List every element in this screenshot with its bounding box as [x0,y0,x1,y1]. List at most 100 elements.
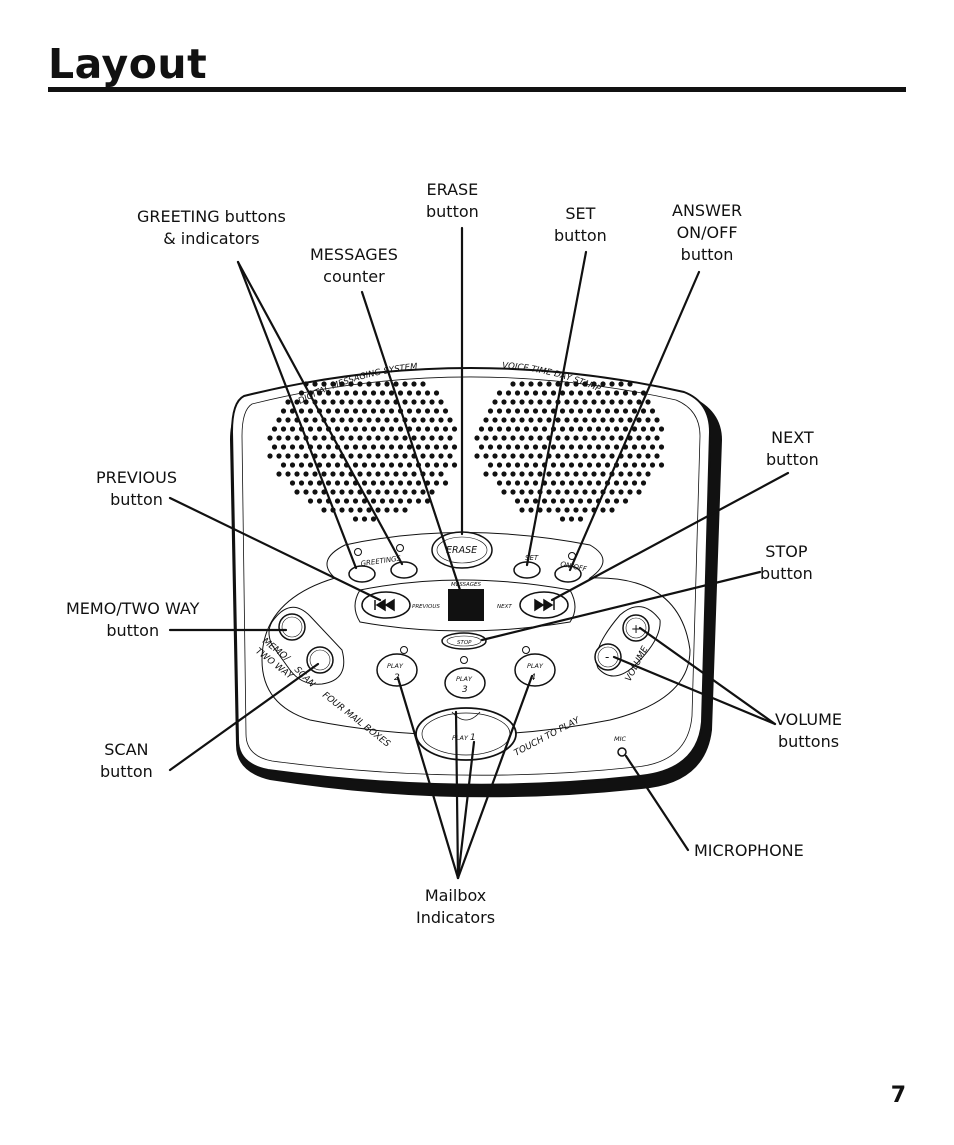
grille-hole [523,498,530,504]
erase-button-inner [436,536,488,564]
grille-hole [600,507,606,513]
grille-hole [564,489,570,495]
grille-hole [388,408,395,414]
mailbox-2-button[interactable] [376,653,418,687]
grille-hole [424,462,431,468]
grille-hole [649,462,656,468]
grille-hole [316,480,323,486]
microphone-callout: MICROPHONE [694,840,804,862]
grille-hole [568,480,575,486]
grille-hole [361,426,368,432]
next-callout: NEXT button [766,427,819,471]
grille-hole [370,408,377,414]
mailbox-4-number: 4 [530,673,536,683]
grille-hole [298,444,305,450]
previous-callout-line2: button [110,490,163,509]
grille-hole [622,390,629,396]
mailbox-1-play-button[interactable] [415,707,517,761]
play-label-2: PLAY [387,662,404,670]
volume-down-button[interactable] [594,643,622,671]
grille-hole [429,435,435,441]
messages-label: MESSAGES [451,582,482,588]
grille-hole [298,462,305,468]
grille-hole [537,453,543,459]
grille-hole [532,498,539,504]
grille-hole [492,435,498,441]
grille-hole [658,426,665,432]
grille-hole [591,435,597,441]
grille-hole [397,462,404,468]
mailbox-3-button[interactable] [444,667,486,699]
grille-hole [577,462,584,468]
grille-hole [429,417,435,423]
grille-hole [334,498,341,504]
grille-hole [402,489,408,495]
grille-hole [573,399,579,405]
grille-hole [582,507,588,513]
grille-hole [640,480,647,486]
grille-hole [609,453,615,459]
grille-hole [604,426,611,432]
grille-hole [379,444,386,450]
grille-hole [541,390,548,396]
grille-hole [474,435,480,441]
erase-label: ERASE [446,545,477,556]
memo-callout-line1: MEMO/TWO WAY [66,599,200,618]
grille-hole [366,399,372,405]
grille-hole [307,462,314,468]
mailbox-4-button[interactable] [514,653,556,687]
grille-hole [438,399,444,405]
grille-hole [577,498,584,504]
grille-hole [609,417,615,423]
leader-lines [168,226,790,880]
grille-hole [330,399,336,405]
set-callout-line2: button [554,226,607,245]
grille-hole [303,417,309,423]
grille-hole [640,462,647,468]
grille-hole [411,471,417,477]
grille-hole [505,444,512,450]
grille-hole [352,408,359,414]
greeting-callout-line1: GREETING buttons [137,207,286,226]
grille-hole [280,444,287,450]
grille-hole [523,444,530,450]
grille-hole [321,435,327,441]
grille-hole [609,381,615,387]
grille-hole [568,462,575,468]
grille-hole [609,435,615,441]
grille-hole [438,435,444,441]
grille-hole [528,489,534,495]
mailbox-indicator-4 [522,646,530,654]
plus-icon: + [631,622,641,636]
grille-hole [289,462,296,468]
grille-hole [555,489,561,495]
grille-hole [613,408,620,414]
grille-hole [375,399,381,405]
grille-hole [294,471,300,477]
grille-hole [600,399,606,405]
messages-callout-line2: counter [323,267,385,286]
messages-callout: MESSAGES counter [310,244,398,288]
greeting-button-1[interactable] [348,565,376,583]
grille-hole [384,489,390,495]
grille-hole [321,399,327,405]
grille-hole [640,408,647,414]
grille-hole [289,480,296,486]
grille-hole [577,408,584,414]
grille-hole [330,471,336,477]
grille-hole [654,417,660,423]
volume-up-button[interactable] [622,614,650,642]
grille-hole [384,435,390,441]
answer-on-off-button[interactable] [554,565,582,583]
grille-hole [393,453,399,459]
greeting-button-2[interactable] [390,561,418,579]
grille-hole [487,426,494,432]
grille-hole [393,417,399,423]
grille-hole [352,516,359,522]
memo-two-way-button[interactable] [278,613,306,641]
grille-hole [447,453,453,459]
grille-hole [654,453,660,459]
grille-hole [559,516,566,522]
grille-hole [546,471,552,477]
grille-hole [361,498,368,504]
